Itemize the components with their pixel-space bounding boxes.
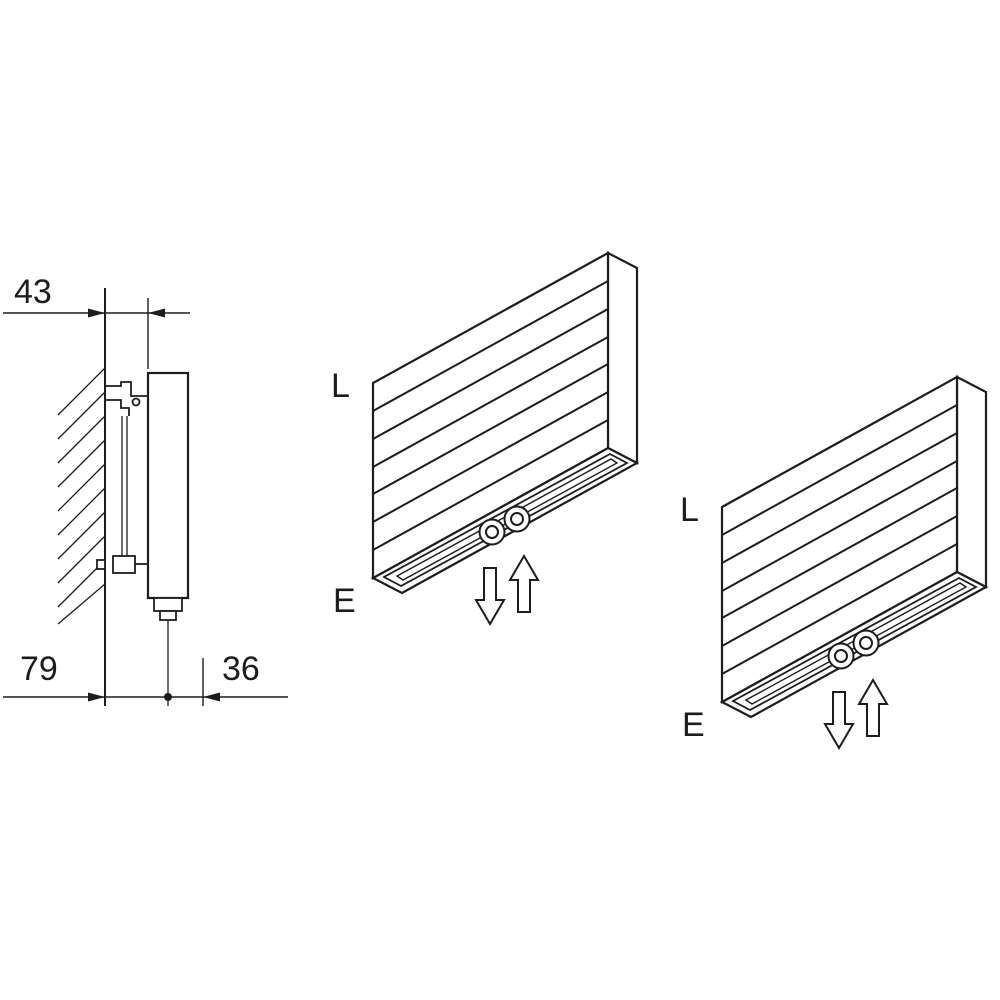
dimension-bottom-left-label: 79: [20, 650, 58, 688]
mounting-bracket: [105, 381, 148, 556]
front-face: [720, 375, 959, 704]
wall-hatching: [57, 367, 106, 625]
slat-lines: [721, 404, 958, 675]
dimension-top-label: 43: [14, 273, 52, 311]
radiator-isometric-middle: L E: [331, 251, 640, 626]
end-face: [606, 251, 639, 465]
dimension-bottom: 79 36: [3, 650, 288, 706]
side-view-wall-section: 43 79 36: [3, 273, 288, 706]
bottom-valve: [153, 597, 183, 621]
radiator-isometric-right: L E: [680, 375, 989, 750]
front-face: [371, 251, 610, 580]
connection-valves-icon: [827, 629, 880, 670]
flow-up-arrow-icon: [508, 554, 540, 613]
slat-lines: [372, 280, 609, 551]
lower-clip: [96, 555, 148, 574]
port-label-top: L: [680, 491, 699, 529]
bottom-grille: [382, 452, 629, 588]
flow-down-arrow-icon: [474, 567, 506, 626]
radiator-side-profile: [146, 371, 190, 600]
end-face: [955, 375, 988, 589]
dimension-top: 43: [3, 273, 190, 369]
connection-valves-icon: [478, 505, 531, 546]
flow-up-arrow-icon: [857, 678, 889, 737]
bottom-grille: [731, 576, 978, 712]
dimension-bottom-right-label: 36: [222, 650, 260, 688]
flow-down-arrow-icon: [823, 691, 855, 750]
port-label-top: L: [331, 367, 350, 405]
port-label-bottom: E: [682, 706, 705, 744]
port-label-bottom: E: [333, 582, 356, 620]
